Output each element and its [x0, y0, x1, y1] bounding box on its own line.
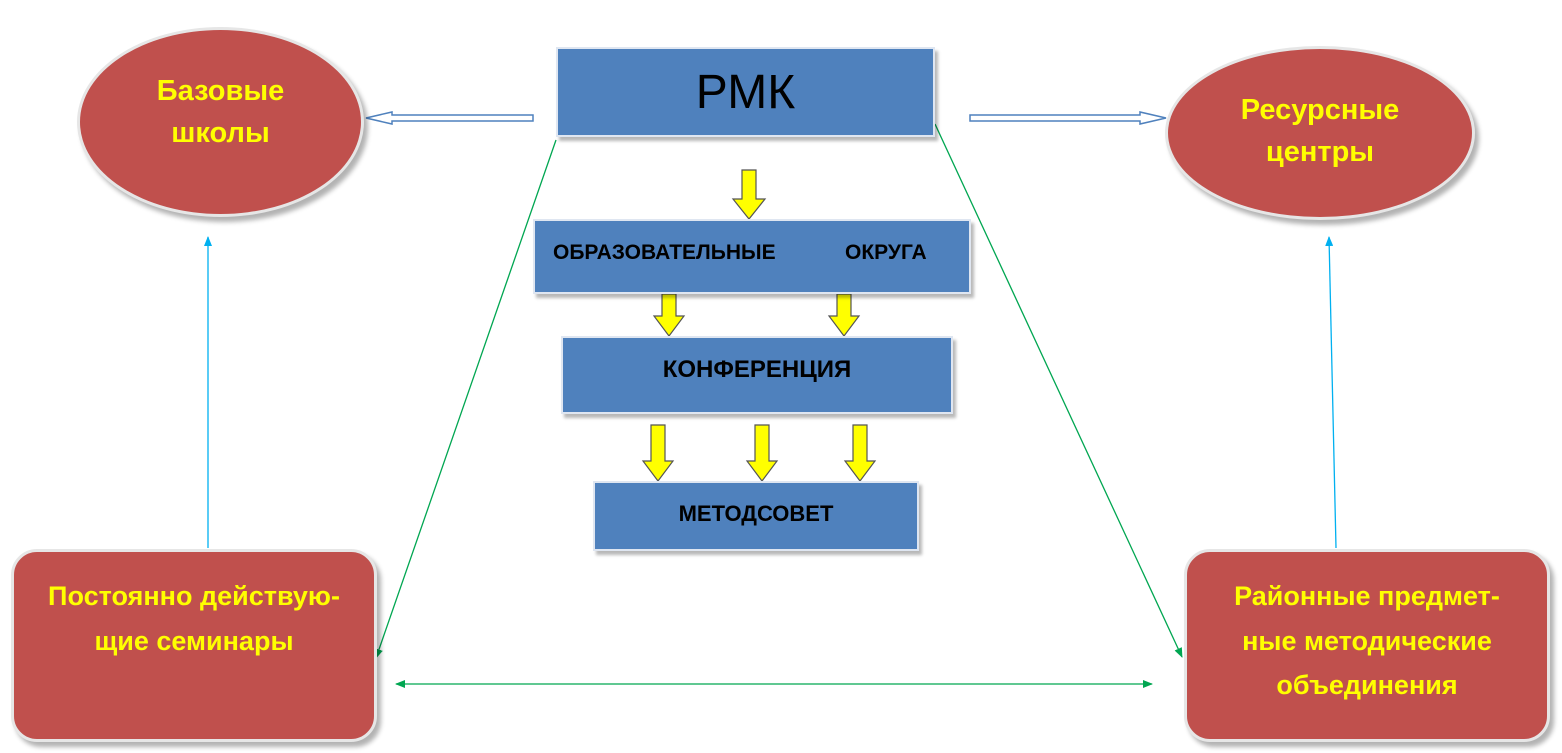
green-arrow-right [934, 123, 1183, 658]
district-associations-line2: ные методические [1242, 625, 1492, 656]
yellow-arrow-okruga-konf-2 [827, 293, 861, 337]
rmk-box: РМК [556, 47, 935, 137]
educational-districts-box: ОБРАЗОВАТЕЛЬНЫЕ ОКРУГА [533, 219, 971, 294]
methodical-council-box: МЕТОДСОВЕТ [593, 481, 919, 551]
districts-label-word1: ОБРАЗОВАТЕЛЬНЫЕ [553, 241, 776, 264]
yellow-arrow-konf-metod-2 [745, 424, 779, 482]
rmk-label: РМК [695, 65, 796, 119]
district-associations-line3: объединения [1276, 670, 1458, 701]
permanent-seminars-box: Постоянно действую- щие семинары [11, 549, 377, 742]
conference-label: КОНФЕРЕНЦИЯ [662, 356, 852, 383]
base-schools-line2: школы [171, 117, 270, 150]
resource-centers-line1: Ресурсные [1240, 94, 1400, 126]
resource-centers-line2: центры [1265, 136, 1375, 169]
green-arrow-left [375, 139, 557, 659]
hollow-arrow-right [969, 111, 1167, 125]
base-schools-oval: Базовые школы [77, 27, 364, 217]
hollow-arrow-left [365, 111, 534, 125]
cyan-arrow-right [1325, 236, 1337, 549]
yellow-arrow-rmk-okruga [731, 169, 767, 220]
yellow-arrow-konf-metod-1 [641, 424, 675, 482]
conference-box: КОНФЕРЕНЦИЯ [561, 336, 953, 414]
districts-label-word2: ОКРУГА [845, 241, 927, 264]
permanent-seminars-line1: Постоянно действую- [48, 581, 340, 611]
resource-centers-oval: Ресурсные центры [1165, 46, 1475, 220]
methodical-council-label: МЕТОДСОВЕТ [678, 501, 834, 526]
district-subject-associations-box: Районные предмет- ные методические объед… [1184, 549, 1550, 742]
yellow-arrow-okruga-konf-1 [652, 293, 686, 337]
yellow-arrow-konf-metod-3 [843, 424, 877, 482]
permanent-seminars-line2: щие семинары [94, 625, 294, 656]
base-schools-line1: Базовые [156, 75, 285, 107]
district-associations-line1: Районные предмет- [1234, 581, 1500, 611]
